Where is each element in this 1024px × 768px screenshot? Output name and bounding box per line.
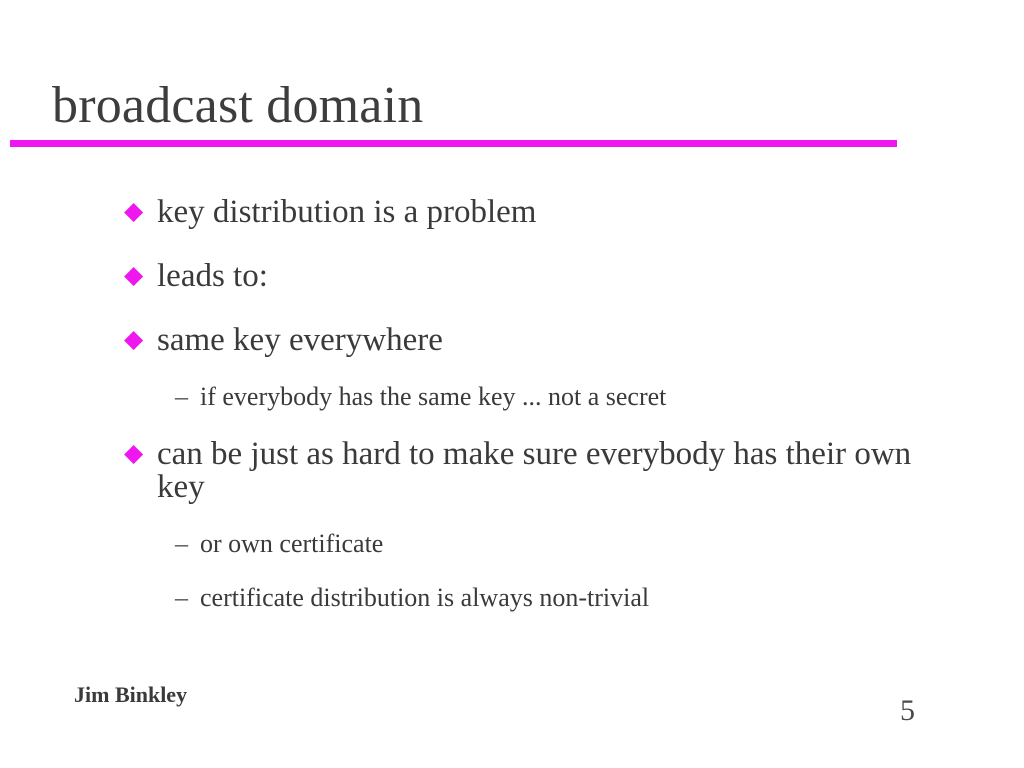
- dash-bullet-icon: –: [175, 583, 188, 612]
- title-underline-rule: [10, 140, 897, 148]
- diamond-bullet-icon: ◆: [124, 262, 144, 289]
- sub-bullet-text: certificate distribution is always non-t…: [200, 583, 650, 612]
- dash-bullet-icon: –: [175, 529, 188, 558]
- bullet-text: leads to:: [157, 258, 268, 294]
- sub-bullet-item: – or own certificate: [175, 531, 964, 557]
- sub-bullet-item: – if everybody has the same key ... not …: [175, 384, 964, 410]
- bullet-item: ◆ same key everywhere: [124, 324, 964, 357]
- slide-body: ◆ key distribution is a problem ◆ leads …: [124, 196, 964, 639]
- footer-author: Jim Binkley: [74, 682, 188, 707]
- bullet-item: ◆ key distribution is a problem: [124, 196, 964, 229]
- sub-bullet-text: or own certificate: [200, 529, 384, 558]
- sub-bullet-text: if everybody has the same key ... not a …: [200, 382, 667, 411]
- footer-page-number: 5: [900, 694, 915, 727]
- diamond-bullet-icon: ◆: [124, 440, 144, 467]
- bullet-text: can be just as hard to make sure everybo…: [157, 436, 912, 505]
- sub-bullet-item: – certificate distribution is always non…: [175, 585, 964, 611]
- dash-bullet-icon: –: [175, 382, 188, 411]
- bullet-text: key distribution is a problem: [157, 194, 537, 230]
- bullet-item: ◆ leads to:: [124, 260, 964, 293]
- diamond-bullet-icon: ◆: [124, 198, 144, 225]
- slide-title-block: broadcast domain: [10, 77, 897, 148]
- diamond-bullet-icon: ◆: [124, 326, 144, 353]
- page-title: broadcast domain: [52, 77, 424, 134]
- bullet-item: ◆ can be just as hard to make sure every…: [124, 438, 964, 504]
- bullet-text: same key everywhere: [157, 322, 443, 358]
